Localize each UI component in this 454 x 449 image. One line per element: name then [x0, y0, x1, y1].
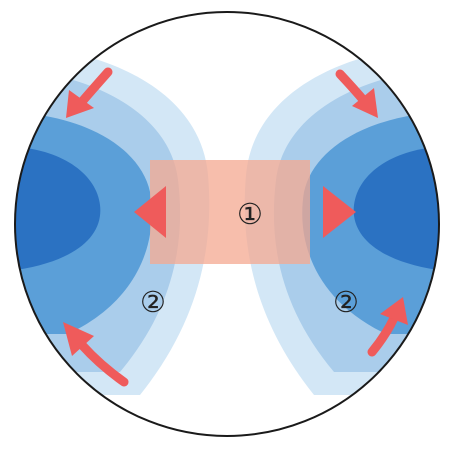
curved-arrow-icon-bottom-right — [367, 297, 408, 357]
curved-arrow-icon-bottom-left — [63, 322, 129, 387]
central-band — [150, 160, 310, 264]
circle-contents: ① ② ② — [15, 45, 439, 395]
curved-arrow-icon-top-right — [335, 69, 378, 118]
left-lobe-layer-4 — [15, 146, 101, 272]
curved-arrow-icon-top-left — [66, 67, 113, 118]
triangle-left-icon — [134, 186, 166, 238]
left-lobe — [15, 45, 210, 395]
right-lobe — [244, 45, 439, 395]
label-center: ① — [237, 197, 263, 231]
right-lobe-layer-4 — [353, 146, 439, 272]
triangle-right-icon — [323, 186, 356, 238]
label-right: ② — [333, 285, 359, 319]
circle-outline — [14, 11, 440, 437]
label-left: ② — [140, 285, 166, 319]
